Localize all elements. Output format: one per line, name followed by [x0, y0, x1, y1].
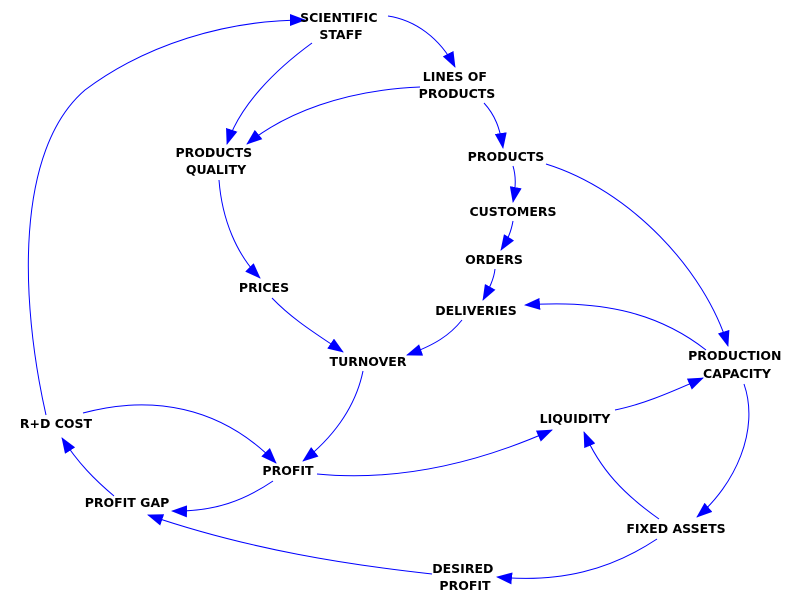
node-orders[interactable]: ORDERS — [465, 252, 523, 267]
edge-production-capacity-to-fixed-assets — [696, 383, 750, 518]
edge-profit-to-liquidity — [316, 429, 553, 477]
edge-scientific-staff-to-lines-of-products — [387, 15, 456, 68]
node-deliveries[interactable]: DELIVERIES — [435, 303, 517, 318]
edge-prices-to-turnover — [271, 297, 344, 353]
node-lines-of-products[interactable]: LINES OF PRODUCTS — [419, 69, 496, 101]
edge-rd-cost-to-profit — [82, 404, 277, 464]
node-fixed-assets[interactable]: FIXED ASSETS — [626, 521, 725, 536]
node-prices[interactable]: PRICES — [239, 280, 289, 295]
node-production-capacity[interactable]: PRODUCTION CAPACITY — [688, 348, 786, 381]
node-rd-cost[interactable]: R+D COST — [20, 416, 93, 431]
node-profit[interactable]: PROFIT — [262, 463, 314, 478]
edge-turnover-to-profit — [302, 370, 364, 462]
edges-layer — [27, 14, 750, 585]
edge-deliveries-to-turnover — [406, 319, 463, 356]
edge-lines-of-products-to-products-quality — [246, 86, 421, 145]
edge-products-quality-to-prices — [218, 179, 261, 279]
edge-lines-of-products-to-products — [483, 102, 507, 149]
node-products[interactable]: PRODUCTS — [468, 149, 545, 164]
edge-fixed-assets-to-liquidity — [583, 431, 660, 520]
edge-liquidity-to-production-capacity — [614, 377, 704, 411]
node-desired-profit[interactable]: DESIRED PROFIT — [432, 561, 497, 593]
edge-orders-to-deliveries — [482, 268, 496, 301]
edge-scientific-staff-to-products-quality — [226, 42, 313, 145]
node-scientific-staff[interactable]: SCIENTIFIC STAFF — [300, 10, 382, 42]
node-liquidity[interactable]: LIQUIDITY — [540, 411, 612, 426]
node-turnover[interactable]: TURNOVER — [330, 354, 407, 369]
node-customers[interactable]: CUSTOMERS — [469, 204, 556, 219]
node-profit-gap[interactable]: PROFIT GAP — [85, 495, 170, 510]
edge-profit-to-profit-gap — [171, 480, 274, 518]
nodes-layer: SCIENTIFIC STAFF LINES OF PRODUCTS PRODU… — [20, 10, 786, 593]
edge-production-capacity-to-deliveries — [524, 297, 707, 351]
edge-customers-to-orders — [500, 220, 515, 251]
edge-rd-cost-to-scientific-staff — [27, 14, 306, 416]
edge-products-to-customers — [509, 165, 522, 203]
node-products-quality[interactable]: PRODUCTS QUALITY — [175, 145, 256, 177]
edge-fixed-assets-to-desired-profit — [496, 538, 658, 585]
edge-products-to-production-capacity — [545, 163, 730, 347]
edge-profit-gap-to-rd-cost — [61, 437, 115, 497]
edge-desired-profit-to-profit-gap — [147, 514, 433, 575]
